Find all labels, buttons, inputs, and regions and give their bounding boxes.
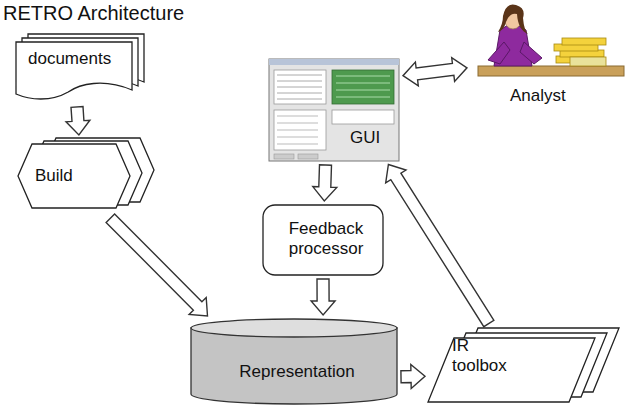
node-label: GUI <box>350 128 400 148</box>
block-arrow <box>401 365 425 389</box>
block-arrow <box>106 214 207 316</box>
diagram-title: RETRO Architecture <box>3 2 184 25</box>
node-label: Analyst <box>510 86 627 106</box>
block-arrow <box>311 279 335 315</box>
node-label: IR toolbox <box>452 336 524 375</box>
gui-screen: GUI <box>268 58 400 162</box>
node-label: Representation <box>196 362 398 382</box>
node-label: Build <box>35 166 166 186</box>
toolbox-stack: IR toolbox <box>428 326 623 408</box>
data-store: Representation <box>190 318 398 404</box>
document-stack: documents <box>16 34 146 104</box>
node-label: Feedback processor <box>270 219 382 258</box>
node-label: documents <box>28 49 146 69</box>
block-arrow <box>313 165 337 201</box>
block-arrow <box>403 58 467 86</box>
analyst-figure: Analyst <box>470 0 627 112</box>
block-arrow <box>66 107 90 135</box>
process-box: Feedback processor <box>262 204 384 276</box>
block-arrow <box>386 165 494 327</box>
data-store-outline <box>190 318 398 404</box>
document-stack-outline <box>16 34 146 104</box>
build-step: Build <box>18 138 166 216</box>
